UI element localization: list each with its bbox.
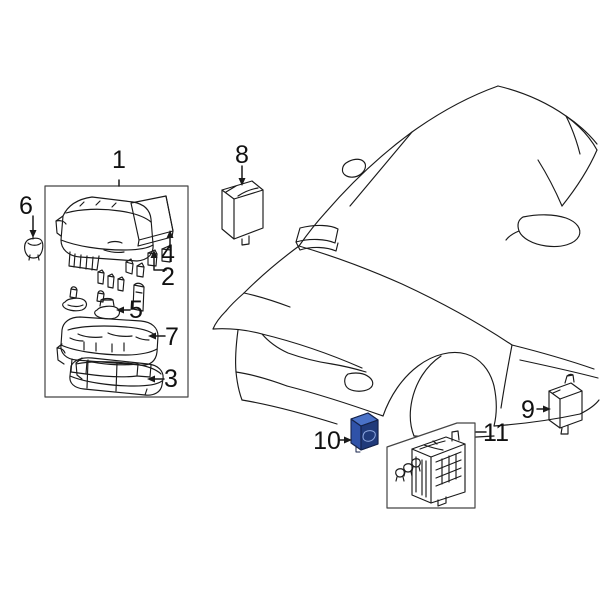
interior-fastener-group (395, 458, 421, 482)
part-10-highlighted-relay[interactable] (350, 412, 379, 453)
callout-number-11[interactable]: 11 (483, 419, 509, 447)
part-11-interior-fuse-box-assembly[interactable] (386, 422, 476, 509)
callout-leaders (29, 165, 551, 444)
part-9-side-control-unit[interactable] (548, 373, 583, 435)
callout-number-4[interactable]: 4 (161, 240, 175, 268)
part-4-upper-cover-panel[interactable] (130, 195, 174, 247)
callout-number-6[interactable]: 6 (19, 192, 33, 220)
part-5-grommet-clip[interactable] (94, 297, 121, 320)
callout-number-10[interactable]: 10 (313, 427, 341, 455)
callout-number-group: 1 2 3 4 5 6 7 8 9 10 11 (19, 141, 535, 455)
part-1-under-hood-fuse-relay-box-assembly[interactable] (44, 185, 189, 398)
callout-number-3[interactable]: 3 (164, 365, 178, 393)
callout-number-9[interactable]: 9 (521, 396, 535, 424)
part-2-upper-cover[interactable] (55, 196, 154, 271)
leader-2 (153, 255, 167, 271)
callout-number-8[interactable]: 8 (235, 141, 249, 169)
callout-number-7[interactable]: 7 (165, 323, 179, 351)
callout-number-1[interactable]: 1 (112, 146, 126, 174)
interior-fuse-box-unit (411, 430, 466, 507)
callout-number-5[interactable]: 5 (129, 296, 143, 324)
vehicle-outline (212, 85, 600, 439)
small-fastener-group (62, 282, 145, 312)
callout-number-2[interactable]: 2 (161, 263, 175, 291)
part-7-fuse-box-housing[interactable] (56, 316, 159, 378)
part-3-lower-cover[interactable] (69, 357, 164, 396)
part-8-control-module[interactable] (221, 180, 264, 246)
